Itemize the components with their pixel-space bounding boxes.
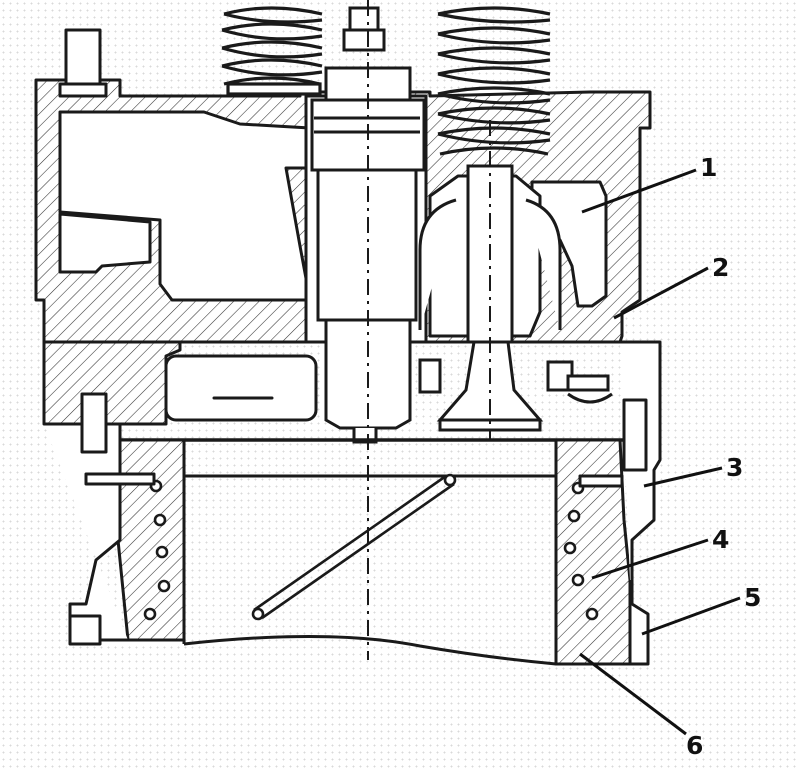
leader-6 [579, 652, 687, 736]
head-inner-cavity [58, 212, 152, 274]
callout-1: 1 [700, 153, 717, 182]
callout-4: 4 [712, 525, 729, 554]
head-lower-left-flange [42, 340, 182, 426]
exhaust-valve-spring [437, 6, 551, 156]
callout-5: 5 [744, 583, 761, 612]
leader-5 [641, 596, 741, 636]
liner-break-line [183, 635, 557, 666]
guide-retainers [418, 358, 613, 404]
inlet-valve-spring [221, 6, 323, 96]
leader-3 [643, 466, 723, 488]
leader-lines [579, 168, 741, 736]
leader-1 [581, 168, 697, 214]
cylinder-liner [116, 438, 632, 666]
bolt-stud [64, 28, 102, 88]
head-water-jacket-left [58, 110, 312, 302]
callout-2: 2 [712, 253, 729, 282]
callout-labels: 1 2 3 4 5 6 [686, 153, 761, 760]
callout-6: 6 [686, 731, 703, 760]
block-left-wall [44, 422, 128, 642]
leader-2 [613, 266, 709, 320]
leader-4 [591, 538, 709, 580]
callout-3: 3 [726, 453, 743, 482]
coolant-holes [143, 479, 599, 621]
diagonal-tube [251, 473, 457, 621]
